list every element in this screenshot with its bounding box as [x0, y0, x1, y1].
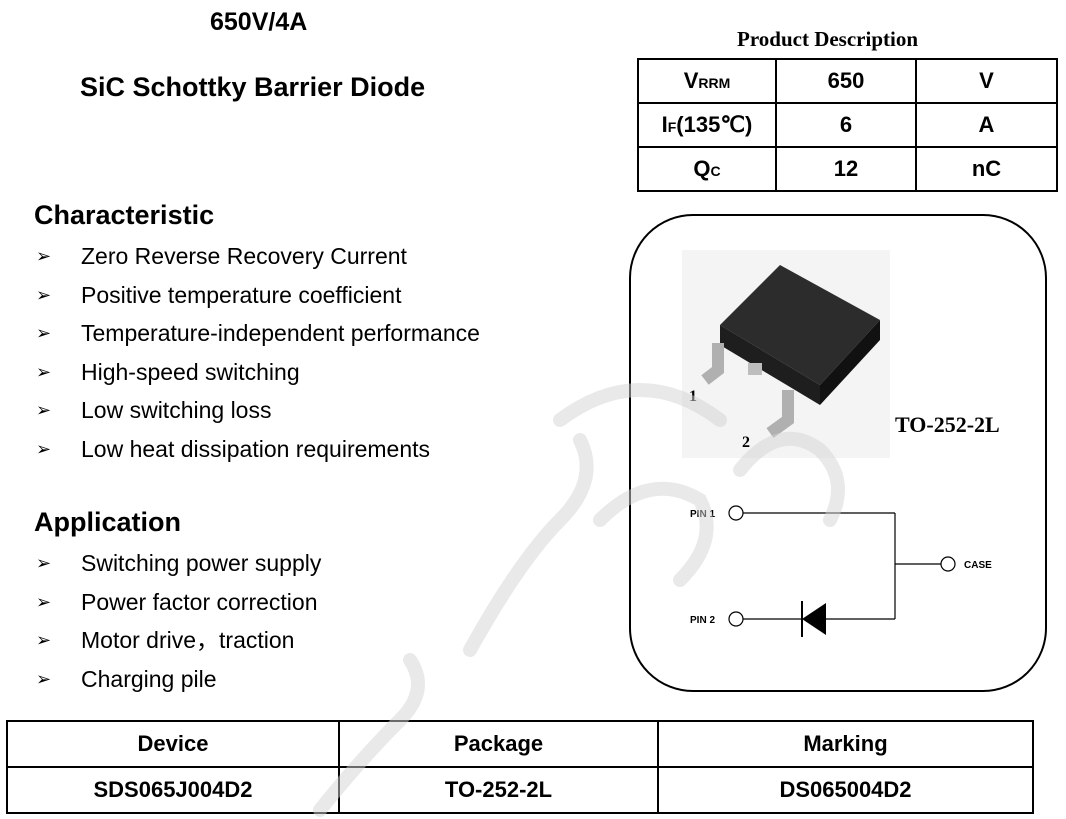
lead-2: [766, 390, 794, 438]
list-item: ➢Low switching loss: [36, 391, 480, 430]
package-name: TO-252-2L: [895, 412, 1000, 437]
list-item: ➢Power factor correction: [36, 583, 321, 622]
param-value: 6: [775, 102, 917, 148]
header-marking: Marking: [657, 720, 1034, 768]
list-item: ➢High-speed switching: [36, 353, 480, 392]
device-cell: SDS065J004D2: [6, 766, 340, 814]
lead-1-label: 1: [689, 388, 697, 405]
table-row: VRRM 650 V: [637, 58, 1058, 104]
arrow-bullet-icon: ➢: [36, 323, 52, 343]
header-device: Device: [6, 720, 340, 768]
list-item: ➢Switching power supply: [36, 544, 321, 583]
param-symbol: IF(135℃): [637, 102, 777, 148]
list-item: ➢Low heat dissipation requirements: [36, 430, 480, 469]
list-item: ➢Charging pile: [36, 660, 321, 699]
list-item: ➢Motor drive，traction: [36, 621, 321, 660]
characteristic-heading: Characteristic: [34, 200, 215, 230]
watermark-stroke: [463, 433, 594, 657]
arrow-bullet-icon: ➢: [36, 438, 52, 459]
arrow-bullet-icon: ➢: [36, 400, 52, 420]
list-item: ➢Zero Reverse Recovery Current: [36, 237, 480, 276]
package-top-face: [720, 265, 880, 385]
arrow-bullet-icon: ➢: [36, 630, 52, 650]
pin1-terminal: [728, 505, 744, 521]
param-unit: A: [915, 102, 1058, 148]
pin2-label: PIN 2: [690, 615, 715, 626]
arrow-bullet-icon: ➢: [36, 553, 52, 573]
application-list: ➢Switching power supply ➢Power factor co…: [36, 544, 321, 698]
table-row: QC 12 nC: [637, 146, 1058, 192]
param-symbol: QC: [637, 146, 777, 192]
arrow-bullet-icon: ➢: [36, 284, 52, 305]
lead-1: [701, 343, 724, 385]
table-header-row: Device Package Marking: [6, 720, 1034, 768]
param-value: 12: [775, 146, 917, 192]
arrow-bullet-icon: ➢: [36, 246, 52, 266]
list-item: ➢Positive temperature coefficient: [36, 276, 480, 315]
diode-symbol-icon: [802, 603, 826, 635]
package-front-face: [720, 325, 820, 405]
package-panel: [629, 214, 1047, 692]
table-row: SDS065J004D2 TO-252-2L DS065004D2: [6, 766, 1034, 814]
arrow-bullet-icon: ➢: [36, 361, 52, 382]
ordering-table: Device Package Marking SDS065J004D2 TO-2…: [6, 720, 1034, 814]
table-row: IF(135℃) 6 A: [637, 102, 1058, 148]
package-cell: TO-252-2L: [338, 766, 659, 814]
lead-2-label: 2: [742, 434, 750, 451]
header-package: Package: [338, 720, 659, 768]
package-right-face: [820, 320, 880, 405]
arrow-bullet-icon: ➢: [36, 591, 52, 612]
case-label: CASE: [964, 560, 992, 571]
center-tab: [748, 363, 762, 375]
marking-cell: DS065004D2: [657, 766, 1034, 814]
application-heading: Application: [34, 507, 181, 537]
rating-heading: 650V/4A: [210, 8, 308, 36]
param-unit: V: [915, 58, 1058, 104]
param-unit: nC: [915, 146, 1058, 192]
circuit-schematic: PIN 1 CASE PIN 2: [690, 505, 992, 637]
param-value: 650: [775, 58, 917, 104]
characteristic-list: ➢Zero Reverse Recovery Current ➢Positive…: [36, 237, 480, 468]
product-description-title: Product Description: [737, 27, 919, 51]
case-terminal: [940, 556, 956, 572]
package-illustration: 1 2: [682, 250, 890, 458]
pin2-terminal: [728, 611, 744, 627]
product-description-table: VRRM 650 V IF(135℃) 6 A QC 12 nC: [637, 58, 1058, 192]
product-title: SiC Schottky Barrier Diode: [80, 72, 426, 102]
list-item: ➢Temperature-independent performance: [36, 314, 480, 353]
pin1-label: PIN 1: [690, 509, 715, 520]
param-symbol: VRRM: [637, 58, 777, 104]
arrow-bullet-icon: ➢: [36, 668, 52, 689]
